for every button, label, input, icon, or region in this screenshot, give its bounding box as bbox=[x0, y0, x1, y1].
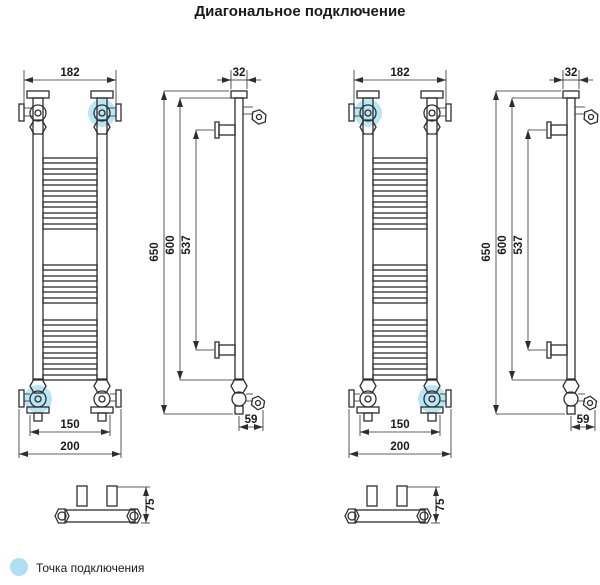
connection-point-highlight bbox=[354, 99, 382, 127]
plan-view-variant-1 bbox=[55, 486, 157, 523]
side-view-variant-2 bbox=[481, 67, 600, 431]
legend-connection-point-label: Точка подключения bbox=[36, 561, 144, 575]
side-view-variant-1 bbox=[149, 67, 269, 431]
page-title: Диагональное подключение bbox=[194, 3, 405, 20]
plan-view-variant-2 bbox=[345, 486, 447, 523]
legend-connection-point-icon bbox=[10, 558, 28, 576]
connection-point-highlight bbox=[88, 99, 116, 127]
connection-point-highlight bbox=[24, 385, 52, 413]
connection-point-highlight bbox=[418, 385, 446, 413]
